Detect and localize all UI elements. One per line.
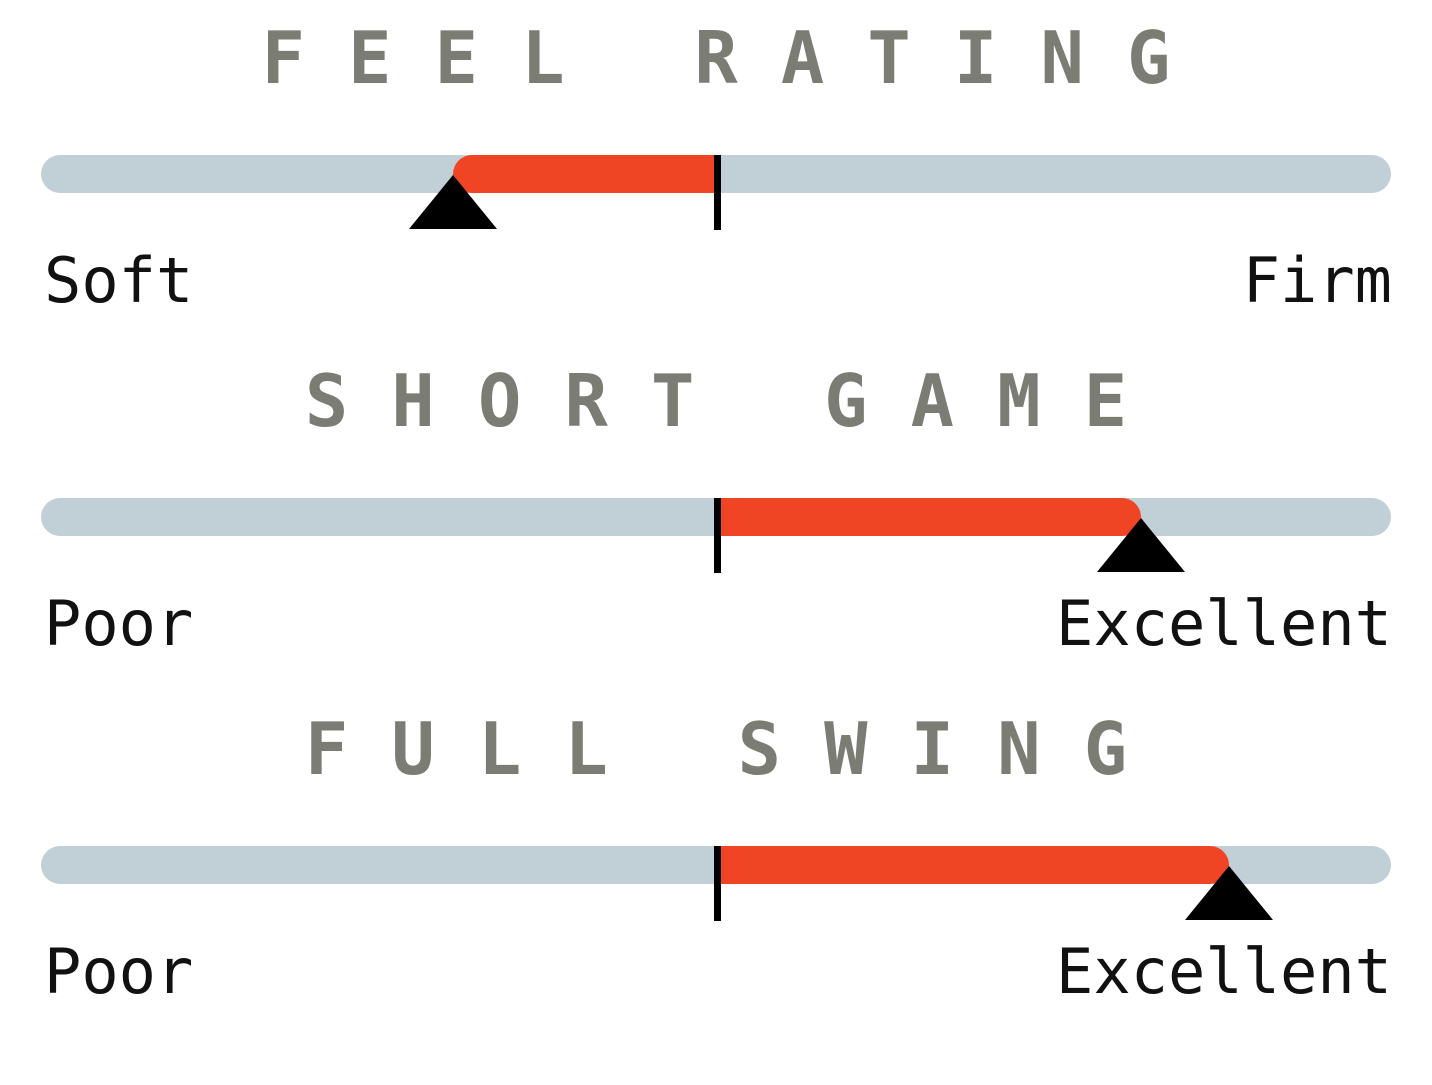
rating-feel: FEEL RATING Soft Firm <box>0 0 1432 320</box>
value-marker-icon <box>1185 866 1273 920</box>
min-label: Poor <box>44 935 194 1008</box>
rating-fill <box>716 498 1142 536</box>
max-label: Firm <box>1242 244 1392 317</box>
rating-title: SHORT GAME <box>304 359 1171 443</box>
rating-full-swing: FULL SWING Poor Excellent <box>0 691 1432 1011</box>
min-label: Poor <box>44 587 194 660</box>
value-marker-icon <box>408 175 497 229</box>
max-label: Excellent <box>1056 587 1392 660</box>
rating-fill <box>716 846 1229 884</box>
max-label: Excellent <box>1056 935 1392 1008</box>
rating-title: FULL SWING <box>304 707 1171 791</box>
value-marker-icon <box>1097 518 1186 572</box>
center-tick <box>714 498 721 573</box>
min-label: Soft <box>44 244 194 317</box>
rating-short-game: SHORT GAME Poor Excellent <box>0 343 1432 663</box>
center-tick <box>714 155 721 230</box>
center-tick <box>714 846 721 921</box>
rating-title: FEEL RATING <box>261 16 1214 100</box>
